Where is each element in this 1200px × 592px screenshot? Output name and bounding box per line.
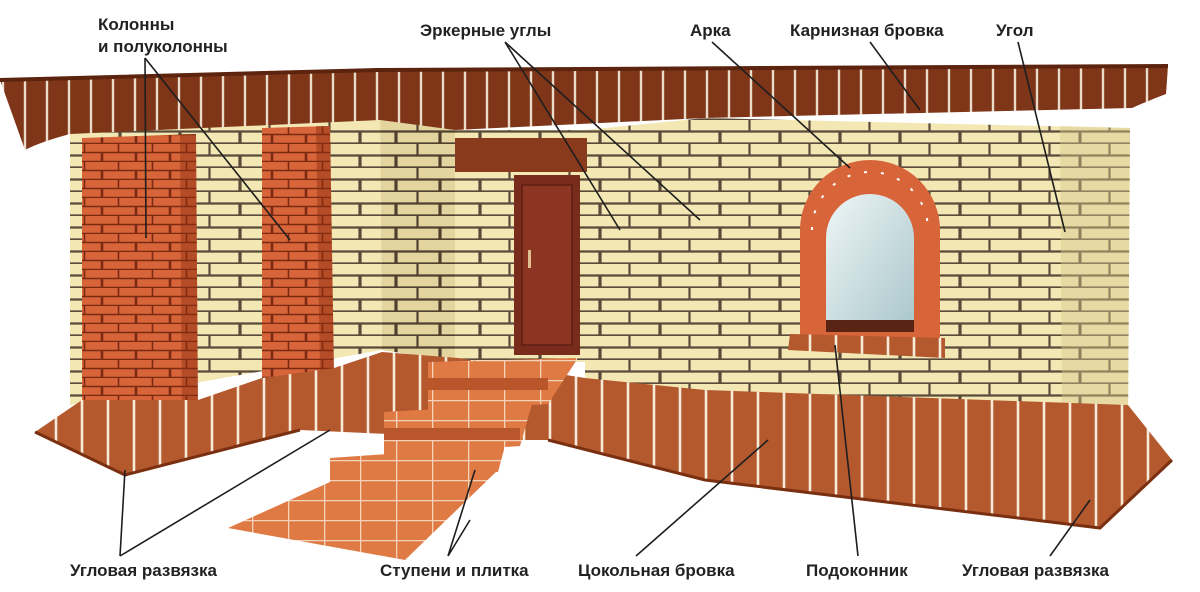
corner-shade	[1060, 126, 1130, 420]
plinth	[35, 352, 1172, 528]
step-3	[330, 446, 505, 484]
step-riser-1	[428, 378, 548, 390]
label-plinth: Цокольная бровка	[578, 561, 735, 580]
cornice	[0, 66, 1168, 150]
label-columns-line1: Колонны	[98, 15, 175, 34]
paving	[228, 470, 498, 560]
cornice-edge	[0, 64, 1169, 82]
bay-side-wall	[585, 118, 705, 392]
label-corner-tie-left: Угловая развязка	[70, 561, 217, 580]
door-lintel	[455, 138, 587, 172]
half-column	[262, 126, 334, 378]
label-bay-corners: Эркерные углы	[420, 21, 552, 40]
column-left-shade	[180, 134, 198, 412]
window-glass	[826, 194, 914, 332]
label-corner: Угол	[996, 21, 1034, 40]
window-arch-joints	[811, 171, 929, 231]
leader-lines	[119, 41, 1091, 557]
column-left	[82, 134, 198, 412]
label-steps-tiles: Ступени и плитка	[380, 561, 529, 580]
label-arch: Арка	[690, 21, 731, 40]
label-corner-tie-right: Угловая развязка	[962, 561, 1109, 580]
label-columns-line2: и полуколонны	[98, 37, 228, 56]
step-riser-2	[384, 428, 520, 440]
window-sill	[788, 334, 945, 358]
label-cornice: Карнизная бровка	[790, 21, 944, 40]
label-columns: Колонны и полуколонны	[98, 14, 228, 58]
door-handle	[528, 250, 531, 268]
half-column-shade	[316, 126, 334, 375]
recess-wall	[380, 120, 458, 362]
window-frame	[826, 320, 914, 332]
label-sill: Подоконник	[806, 561, 908, 580]
